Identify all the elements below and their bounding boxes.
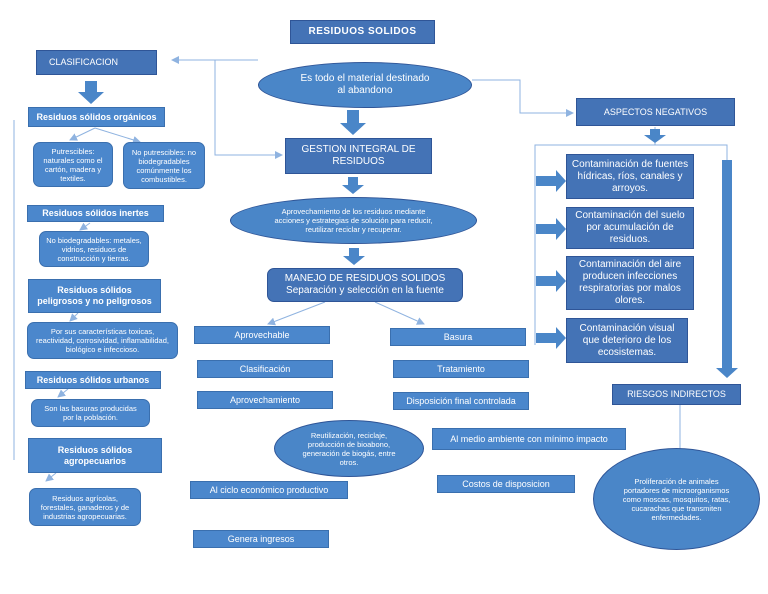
negativo-text-4: Contaminación visual que deterioro de lo… — [579, 322, 675, 358]
negativo-item-1: Contaminación de fuentes hídricas, ríos,… — [566, 154, 694, 199]
negativo-text-3: Contaminación del aire producen infeccio… — [578, 259, 682, 306]
medio-ambiente-box: Al medio ambiente con mínimo impacto — [432, 428, 626, 450]
peligrosos-label: Residuos sólidos peligrosos y no peligro… — [37, 285, 152, 306]
title-text: RESIDUOS SOLIDOS — [308, 26, 417, 37]
inertes-desc-box: No biodegradables: metales, vidrios, res… — [39, 231, 149, 267]
clasificacion-label: CLASIFICACION — [49, 57, 119, 68]
organicos-box: Residuos sólidos orgánicos — [28, 107, 165, 127]
no-putrescibles-text: No putrescibles: no biodegradables común… — [131, 147, 197, 184]
organicos-label: Residuos sólidos orgánicos — [36, 111, 157, 122]
negativo-arrow-1 — [536, 170, 566, 192]
urbanos-box: Residuos sólidos urbanos — [25, 371, 161, 389]
manejo-line2: Separación y selección en la fuente — [286, 285, 444, 296]
urbanos-arrow — [57, 388, 69, 398]
gestion-down-arrow — [342, 177, 364, 194]
gestion-desc-ellipse: Aprovechamiento de los residuos mediante… — [230, 197, 477, 244]
riesgos-desc-ellipse: Proliferación de animales portadores de … — [593, 448, 760, 550]
urbanos-desc-box: Son las basuras producidas por la poblac… — [31, 399, 150, 427]
peligrosos-desc-box: Por sus características toxicas, reactiv… — [27, 322, 178, 359]
gestion-desc-down-arrow — [343, 248, 365, 265]
negativo-arrow-2 — [536, 218, 566, 240]
inertes-desc-text: No biodegradables: metales, vidrios, res… — [46, 235, 142, 263]
aprovechamiento-box: Aprovechamiento — [197, 391, 333, 409]
negativo-item-2: Contaminación del suelo por acumulación … — [566, 207, 694, 249]
riesgos-label: RIESGOS INDIRECTOS — [627, 389, 726, 400]
definition-negativos-line — [472, 79, 574, 117]
urbanos-label: Residuos sólidos urbanos — [36, 374, 150, 385]
putrescibles-text: Putrescibles: naturales como el cartón, … — [43, 146, 103, 183]
ciclo-label: Al ciclo económico productivo — [209, 484, 329, 495]
title-box: RESIDUOS SOLIDOS — [290, 20, 435, 44]
ciclo-box: Al ciclo económico productivo — [190, 481, 348, 499]
manejo-split-left — [267, 301, 326, 326]
clasificacion-header: CLASIFICACION — [36, 50, 157, 75]
tratamiento-label: Tratamiento — [437, 363, 485, 374]
agropecuarios-desc-text: Residuos agrícolas, forestales, ganadero… — [40, 493, 130, 521]
inertes-label: Residuos sólidos inertes — [42, 208, 149, 219]
negativo-text-1: Contaminación de fuentes hídricas, ríos,… — [571, 158, 689, 194]
no-putrescibles-box: No putrescibles: no biodegradables común… — [123, 142, 205, 189]
riesgos-box: RIESGOS INDIRECTOS — [612, 384, 741, 405]
inertes-box: Residuos sólidos inertes — [27, 205, 164, 222]
clasificacion-gestion-line — [214, 60, 283, 159]
gestion-text: GESTION INTEGRAL DE RESIDUOS — [301, 144, 416, 167]
peligrosos-arrow — [69, 312, 79, 322]
aprov-clasificacion-box: Clasificación — [197, 360, 333, 378]
agropecuarios-box: Residuos sólidos agropecuarios — [28, 438, 162, 473]
manejo-split-right — [374, 301, 425, 325]
organic-split-left — [69, 127, 96, 141]
negativo-item-4: Contaminación visual que deterioro de lo… — [566, 318, 688, 363]
aprovechamiento-label: Aprovechamiento — [229, 394, 301, 405]
negativos-header: ASPECTOS NEGATIVOS — [576, 98, 735, 126]
riesgos-connector — [655, 144, 728, 160]
peligrosos-box: Residuos sólidos peligrosos y no peligro… — [28, 279, 161, 313]
peligrosos-desc-text: Por sus características toxicas, reactiv… — [36, 327, 169, 354]
negativos-down-arrow — [644, 129, 666, 143]
costos-label: Costos de disposicion — [462, 478, 550, 489]
agropecuarios-arrow — [45, 472, 57, 482]
agropecuarios-label: Residuos sólidos agropecuarios — [57, 444, 133, 466]
disposicion-label: Disposición final controlada — [406, 395, 516, 406]
aprov-clasificacion-label: Clasificación — [239, 363, 291, 374]
organic-split-right — [94, 127, 141, 144]
gestion-box: GESTION INTEGRAL DE RESIDUOS — [285, 138, 432, 174]
inertes-arrow — [79, 222, 91, 231]
ingresos-label: Genera ingresos — [227, 533, 295, 544]
tratamiento-box: Tratamiento — [393, 360, 529, 378]
definition-text: Es todo el material destinado al abandon… — [300, 73, 430, 96]
definition-down-arrow — [340, 110, 366, 135]
manejo-line1: MANEJO DE RESIDUOS SOLIDOS — [284, 273, 446, 284]
disposicion-box: Disposición final controlada — [393, 392, 529, 410]
gestion-desc-text: Aprovechamiento de los residuos mediante… — [274, 207, 433, 234]
putrescibles-box: Putrescibles: naturales como el cartón, … — [33, 142, 113, 187]
negativo-item-3: Contaminación del aire producen infeccio… — [566, 256, 694, 310]
costos-box: Costos de disposicion — [437, 475, 575, 493]
manejo-box: MANEJO DE RESIDUOS SOLIDOS Separación y … — [267, 268, 463, 302]
medio-ambiente-label: Al medio ambiente con mínimo impacto — [450, 433, 608, 444]
riesgos-desc-text: Proliferación de animales portadores de … — [622, 476, 731, 522]
ingresos-box: Genera ingresos — [193, 530, 329, 548]
negativo-arrow-4 — [536, 327, 566, 349]
riesgos-down-arrow — [716, 160, 738, 378]
basura-label: Basura — [443, 331, 473, 342]
basura-box: Basura — [390, 328, 526, 346]
negativo-text-2: Contaminación del suelo por acumulación … — [575, 210, 685, 245]
negativos-label: ASPECTOS NEGATIVOS — [603, 106, 708, 117]
aprovechable-box: Aprovechable — [194, 326, 330, 344]
reutilizacion-text: Reutilización, reciclaje, producción de … — [302, 430, 396, 467]
definition-ellipse: Es todo el material destinado al abandon… — [258, 62, 472, 108]
urbanos-desc-text: Son las basuras producidas por la poblac… — [44, 404, 137, 422]
reutilizacion-ellipse: Reutilización, reciclaje, producción de … — [274, 420, 424, 477]
agropecuarios-desc-box: Residuos agrícolas, forestales, ganadero… — [29, 488, 141, 526]
negativo-arrow-3 — [536, 270, 566, 292]
aprovechable-label: Aprovechable — [234, 329, 290, 340]
clasificacion-down-arrow — [78, 81, 104, 104]
